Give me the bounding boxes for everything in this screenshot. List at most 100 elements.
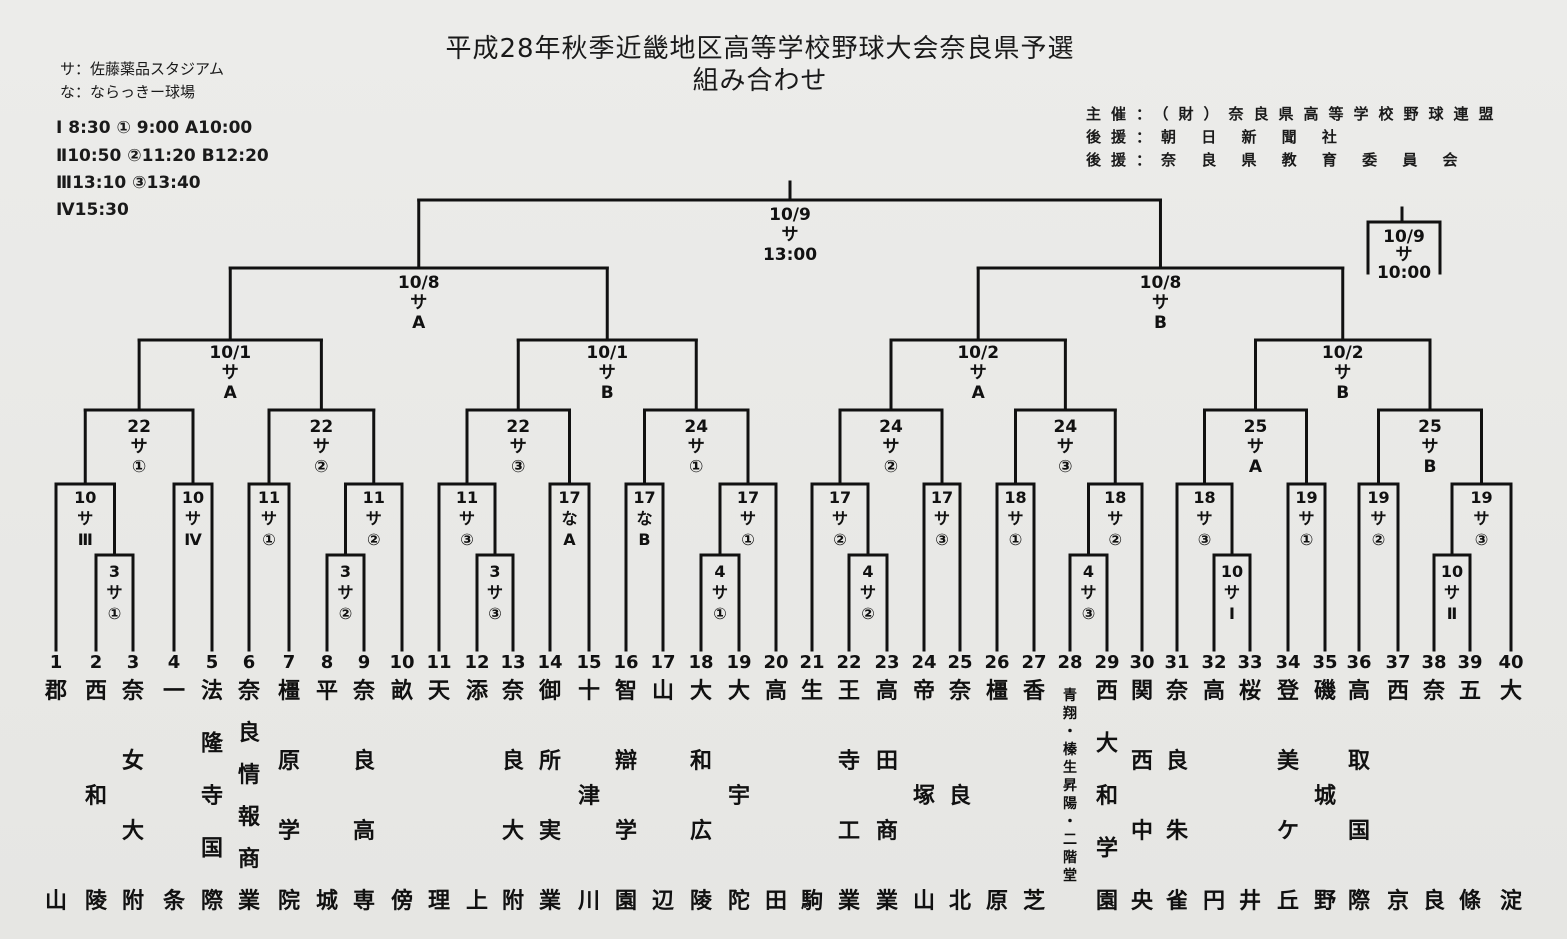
match-label-r16: サ (131, 437, 148, 457)
match-label-prelim: サ (1224, 583, 1240, 602)
match-label-prelim: サ (1444, 583, 1460, 602)
match-label-r32: ② (1372, 530, 1386, 549)
match-label-r32: サ (1007, 509, 1023, 528)
match-label-qf: サ (599, 363, 616, 383)
team-name-char: 天 (428, 679, 451, 704)
match-label-r32: ③ (460, 530, 474, 549)
time-row-1: Ⅰ 8:30 ① 9:00 A10:00 (56, 118, 253, 138)
team-name-char: 大 (1096, 732, 1118, 757)
team-name-char: 堂 (1063, 867, 1077, 884)
match-label-r32: 19 (1295, 488, 1317, 507)
match-label-prelim: ③ (488, 604, 502, 623)
match-label-qf: 10/1 (586, 343, 628, 363)
team-name-char: 高 (765, 678, 787, 704)
team-name-char: 五 (1459, 679, 1481, 704)
team-number: 26 (984, 652, 1009, 673)
team-name-char: 附 (122, 888, 144, 914)
team-number: 35 (1312, 652, 1337, 673)
team-name-char: 附 (502, 888, 524, 914)
organizer-support-2: 後援：奈 良 県 教 育 委 員 会 (1086, 151, 1468, 169)
match-label-r16: 25 (1244, 417, 1268, 437)
match-label-r32: 10 (182, 488, 204, 507)
match-label-prelim: ③ (1082, 604, 1096, 623)
team-name-char: 際 (1348, 888, 1371, 914)
team-name-char: 陵 (690, 888, 713, 914)
team-name-char: 商 (876, 818, 898, 844)
match-label-r16: サ (510, 437, 527, 457)
team-name-char: 実 (539, 818, 561, 844)
match-label-prelim: Ⅰ (1229, 604, 1235, 623)
team-name-char: 美 (1277, 748, 1300, 774)
match-label-r32: B (638, 530, 650, 549)
team-name-char: 朱 (1166, 819, 1189, 844)
match-label-r32: サ (934, 509, 950, 528)
match-label-r16: B (1424, 457, 1437, 477)
team-name-char: 奈 (237, 678, 261, 704)
venue-legend-na: な：ならっきー球場 (60, 83, 196, 101)
match-label-prelim: 4 (714, 562, 725, 581)
match-label-sf: サ (410, 293, 427, 313)
team-name-char: 業 (838, 889, 861, 914)
team-name-char: 桜 (1239, 679, 1261, 704)
match-label-r16: サ (688, 437, 705, 457)
team-name-char: 階 (1063, 849, 1077, 866)
team-name-char: 大 (1500, 679, 1522, 704)
team-number: 24 (911, 652, 936, 673)
match-label-prelim: サ (860, 583, 876, 602)
match-label-prelim: 4 (862, 562, 873, 581)
match-label-prelim: ① (108, 604, 122, 623)
team-name-char: 園 (1096, 889, 1118, 914)
match-label-r32: ③ (1475, 530, 1489, 549)
match-label-sf: サ (1152, 293, 1169, 313)
team-name-char: 情 (238, 762, 260, 788)
match-label-prelim: ① (713, 604, 727, 623)
match-label-r16: 25 (1418, 417, 1442, 437)
organizer-support-1: 後援：朝 日 新 聞 社 (1086, 128, 1347, 146)
team-name-char: 陀 (728, 888, 750, 914)
match-label-r32: サ (832, 509, 848, 528)
match-label-third-place: 10:00 (1377, 263, 1431, 283)
team-name-char: 大 (122, 819, 144, 844)
time-row-2: Ⅱ10:50 ②11:20 B12:20 (56, 146, 269, 166)
team-name-char: 大 (728, 679, 750, 704)
team-number: 37 (1385, 652, 1410, 673)
team-name-char: 丘 (1277, 889, 1299, 914)
team-number: 8 (321, 652, 334, 673)
team-name-char: 榛 (1063, 741, 1078, 758)
match-label-prelim: サ (487, 583, 503, 602)
team-name-char: 業 (238, 889, 261, 914)
match-label-prelim: ② (861, 604, 875, 623)
team-name-char: 工 (838, 819, 860, 844)
match-label-final: 13:00 (763, 245, 817, 265)
team-name-char: 磯 (1314, 678, 1336, 704)
team-name-char: 城 (316, 888, 338, 914)
team-name-char: 田 (765, 889, 787, 914)
team-number: 2 (90, 652, 103, 673)
team-name-char: 西 (1131, 749, 1153, 774)
team-name-char: 奈 (501, 678, 525, 704)
team-number: 6 (243, 652, 256, 673)
team-number: 21 (799, 652, 824, 673)
team-number: 13 (500, 652, 525, 673)
team-name-char: 寺 (838, 749, 860, 774)
match-label-qf: 10/2 (1322, 343, 1364, 363)
team-name-char: 十 (578, 679, 600, 704)
match-label-sf: 10/8 (398, 273, 440, 293)
team-name-char: 山 (45, 889, 67, 914)
match-label-r16: ① (132, 457, 146, 477)
team-name-char: 院 (278, 888, 300, 914)
match-label-r16: 22 (506, 417, 530, 437)
team-name-char: 上 (466, 889, 488, 914)
match-label-qf: サ (970, 363, 987, 383)
match-label-qf: A (972, 383, 986, 403)
team-name-char: 和 (690, 749, 712, 774)
team-name-char: 辯 (615, 749, 637, 774)
team-name-char: 大 (690, 679, 712, 704)
team-name-char: 関 (1131, 679, 1153, 704)
match-label-r16: ② (314, 457, 328, 477)
team-name-char: 和 (85, 784, 107, 809)
match-label-sf: B (1154, 313, 1167, 333)
team-name-char: 中 (1131, 819, 1153, 844)
page-title: 平成28年秋季近畿地区高等学校野球大会奈良県予選 (445, 34, 1075, 64)
match-label-prelim: 3 (340, 562, 351, 581)
